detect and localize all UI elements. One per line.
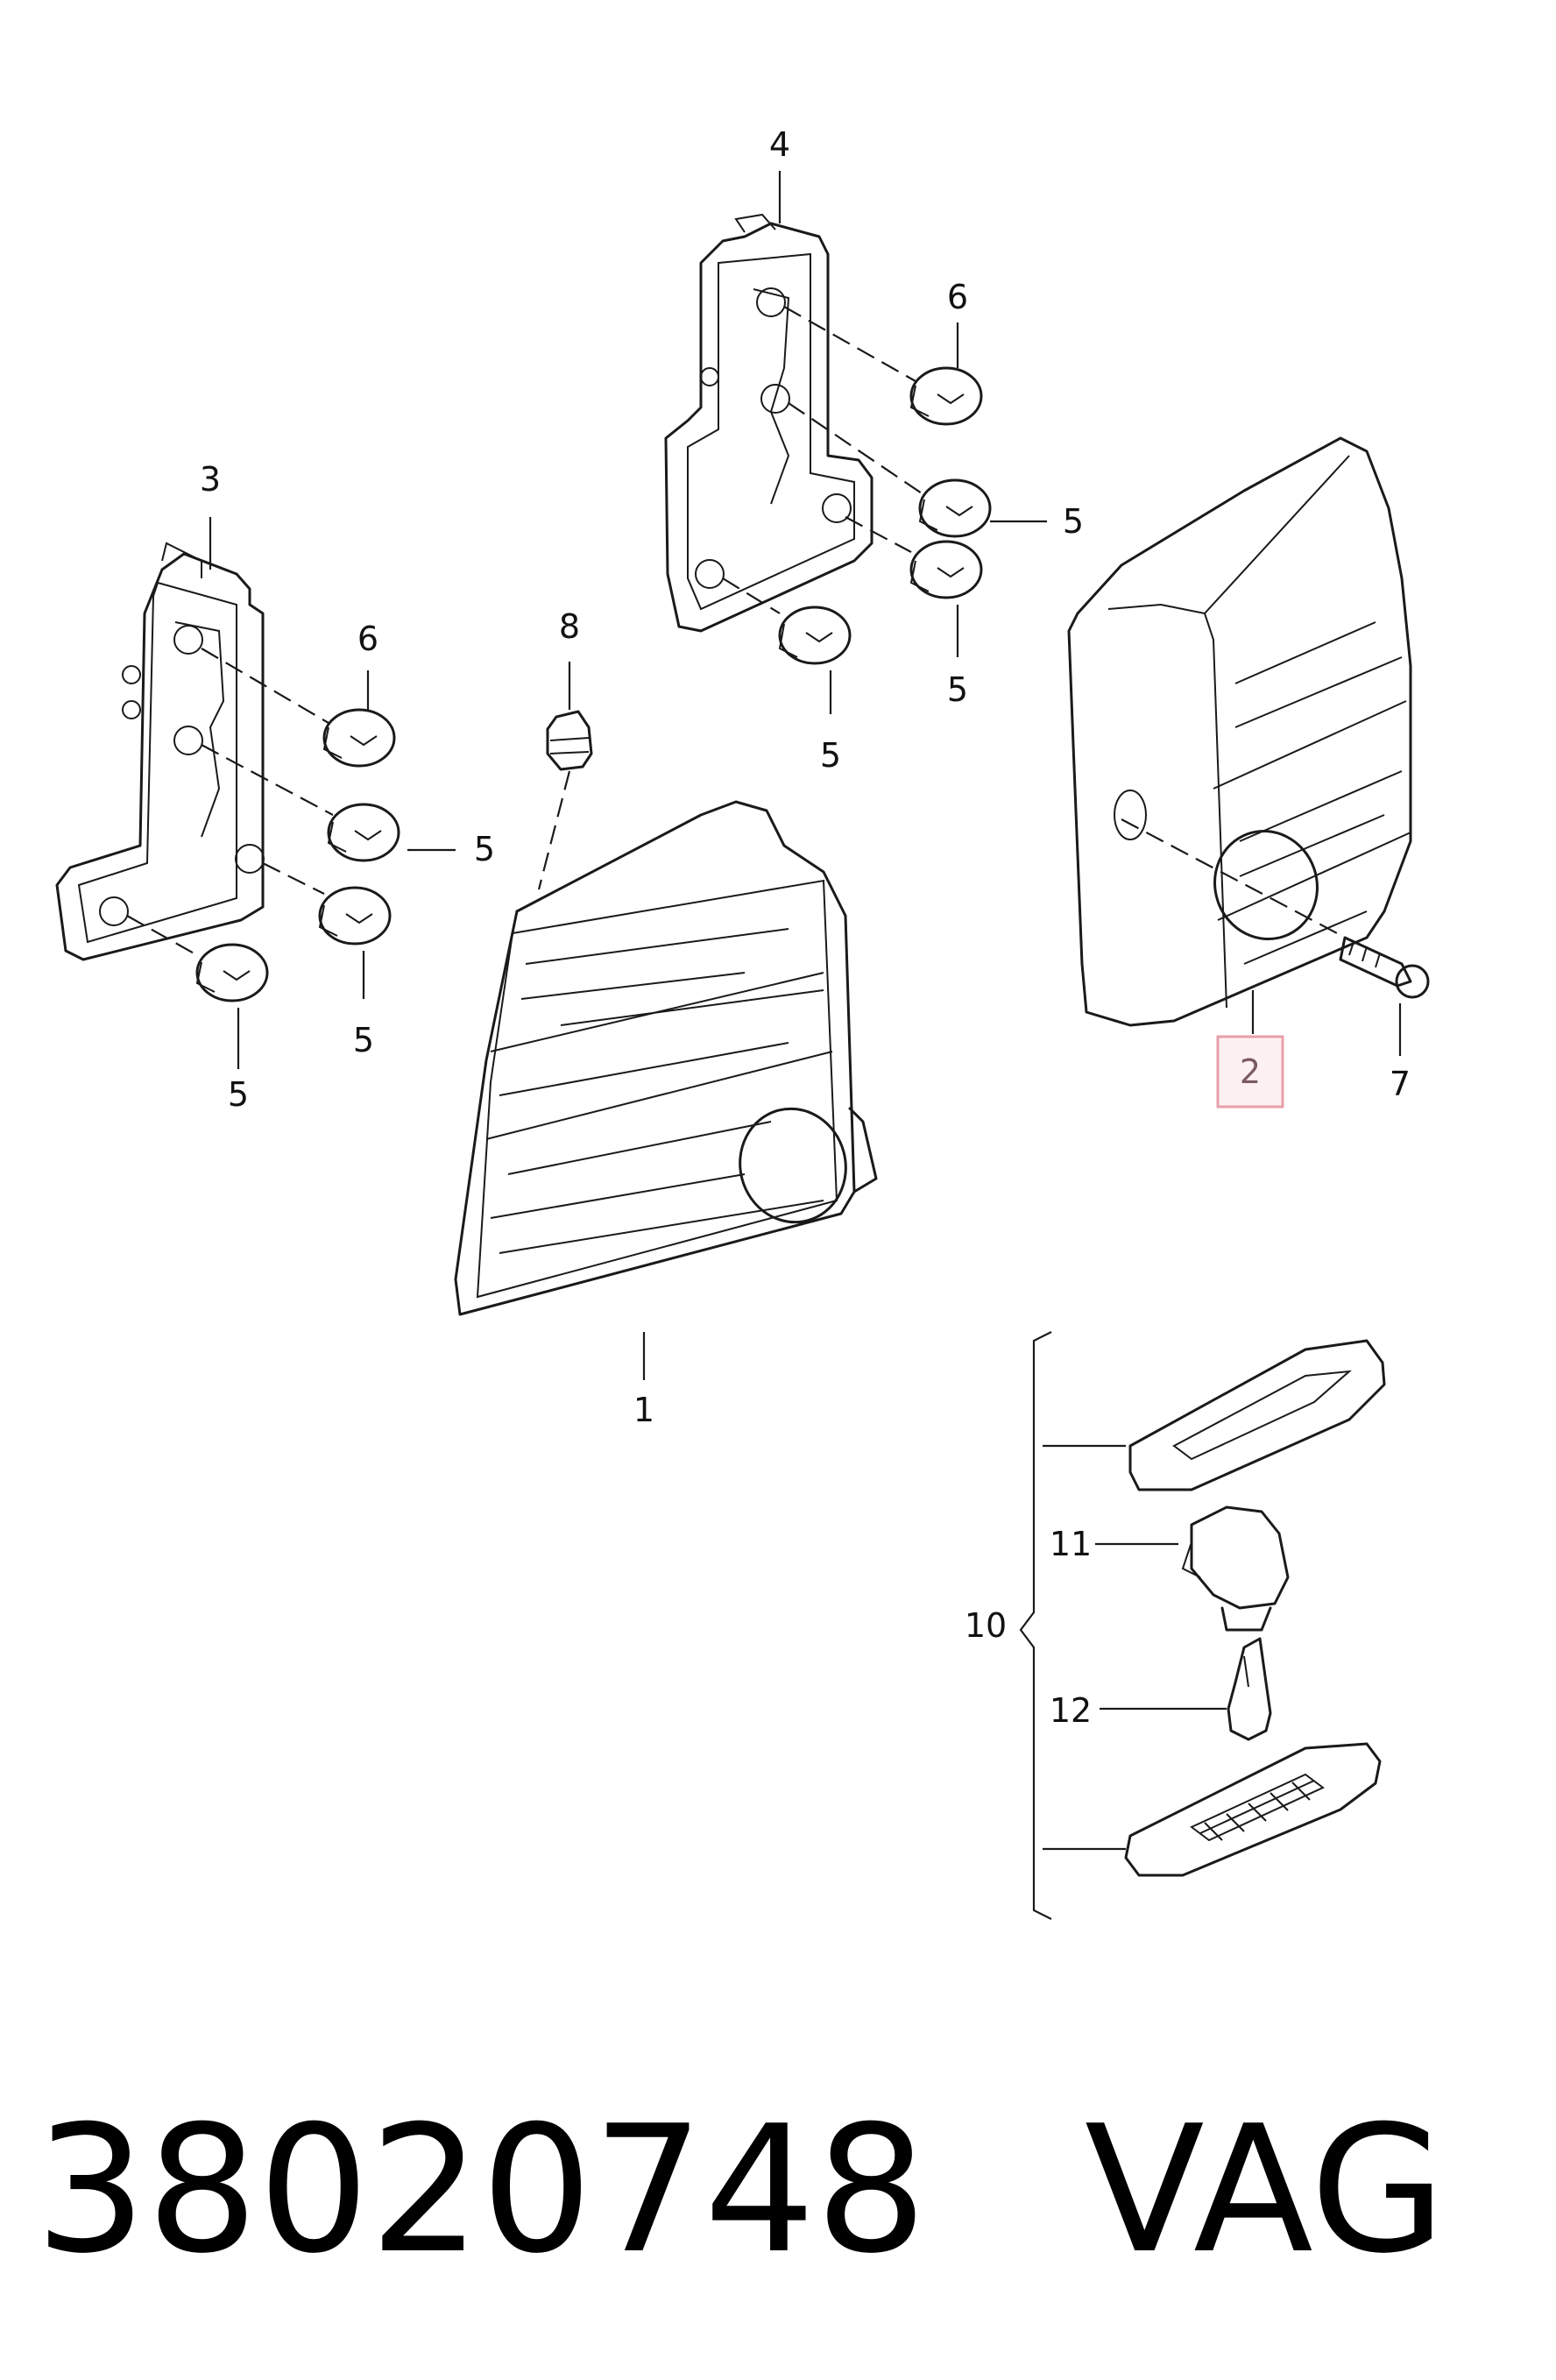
screw-8	[537, 710, 593, 890]
callout-5-upper-right: 5	[1063, 502, 1084, 541]
bulb-6-lower	[201, 648, 396, 768]
marker-lens	[1043, 1742, 1382, 1877]
callout-6-upper: 6	[947, 278, 968, 316]
callout-11: 11	[1050, 1525, 1092, 1563]
bulb-5-lower-b	[262, 862, 392, 946]
callout-4: 4	[769, 125, 790, 164]
callout-labels: 4 3 6 6 8 5 5 5 5 5 5 1 2 7 10 11 12	[200, 125, 1411, 1730]
callout-2: 2	[1240, 1052, 1261, 1091]
bulb-socket-11	[1095, 1505, 1290, 1632]
callout-5-lower-right: 5	[474, 830, 495, 868]
callout-7: 7	[1390, 1065, 1411, 1103]
wedge-bulb-12	[1100, 1637, 1272, 1741]
callout-6-lower: 6	[357, 620, 378, 658]
callout-10: 10	[965, 1606, 1007, 1645]
callout-2-highlight-box	[1216, 1035, 1284, 1109]
callout-5-lower-mid: 5	[353, 1021, 374, 1059]
part-number: 38020748	[35, 2088, 927, 2292]
callout-1: 1	[633, 1391, 654, 1429]
side-marker-assembly-10	[1019, 1331, 1386, 1920]
callout-5-lower-left: 5	[228, 1075, 249, 1114]
bulb-5-lower-a	[201, 744, 400, 862]
bulbs	[126, 306, 992, 1002]
bulb-holder-4	[664, 213, 873, 633]
bulb-5-upper-a	[788, 402, 992, 538]
leader-lines	[209, 171, 1402, 1380]
tail-lamp-2	[1067, 436, 1412, 1027]
bulb-6-upper	[783, 306, 983, 426]
callout-3: 3	[200, 460, 221, 499]
callout-12: 12	[1050, 1691, 1092, 1730]
bulb-5-upper-b	[845, 516, 983, 599]
callout-5-upper-left: 5	[820, 736, 841, 775]
bulb-holder-3	[55, 542, 265, 961]
screw-7	[1121, 818, 1430, 999]
bulb-5-lower-c	[126, 915, 269, 1002]
bulb-5-upper-c	[722, 577, 852, 665]
callout-8: 8	[559, 607, 580, 646]
brand-name: VAG	[1084, 2088, 1446, 2292]
marker-gasket	[1043, 1339, 1386, 1491]
callout-5-upper-down: 5	[947, 670, 968, 709]
tail-lamp-1	[454, 800, 878, 1316]
part-caption: 38020748 VAG	[35, 2086, 1524, 2296]
